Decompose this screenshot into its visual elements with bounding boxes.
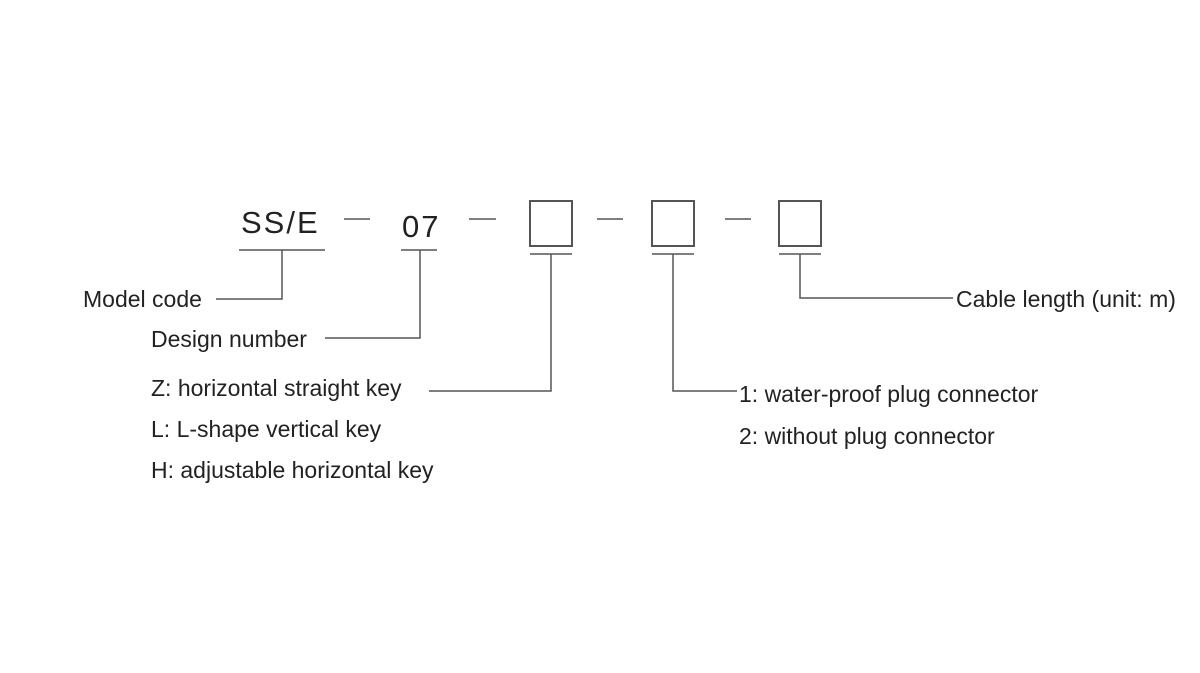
design-number-leader bbox=[325, 249, 437, 339]
key-type-box bbox=[529, 200, 573, 247]
model-code-leader bbox=[216, 249, 325, 300]
key-type-leader bbox=[429, 253, 572, 392]
design-number-label: Design number bbox=[151, 326, 307, 352]
cable-length-label: Cable length (unit: m) bbox=[956, 286, 1176, 312]
connector-box bbox=[651, 200, 695, 247]
model-code-segment: SS/E bbox=[241, 205, 320, 240]
key-type-option: L: L-shape vertical key bbox=[151, 416, 382, 442]
cable-length-box bbox=[778, 200, 822, 247]
model-code-label: Model code bbox=[83, 286, 202, 312]
key-type-option: H: adjustable horizontal key bbox=[151, 457, 434, 483]
connector-option: 2: without plug connector bbox=[739, 423, 995, 449]
connector-leader bbox=[652, 253, 737, 392]
key-type-option: Z: horizontal straight key bbox=[151, 375, 402, 401]
design-number-segment: 07 bbox=[402, 209, 440, 244]
connector-option: 1: water-proof plug connector bbox=[739, 381, 1039, 407]
cable-length-leader bbox=[779, 253, 953, 299]
